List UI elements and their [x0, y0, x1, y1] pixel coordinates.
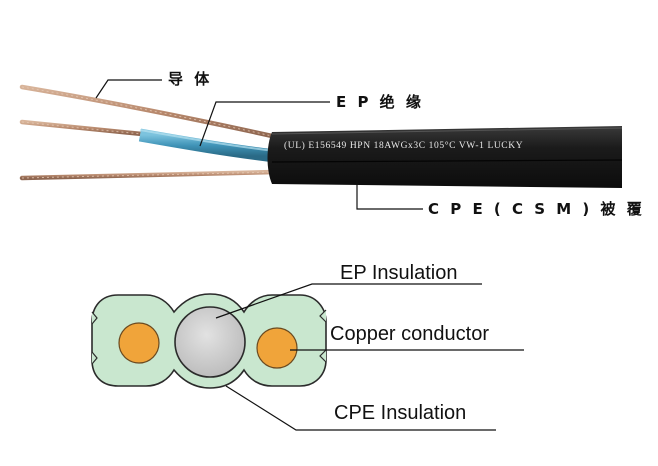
top-bare-conductor [19, 84, 275, 139]
cable-photo: (UL) E156549 HPN 18AWGx3C 105°C VW-1 LUC… [19, 70, 645, 218]
cpe-jacket-leader [356, 180, 423, 210]
label-ep-insulation-en: EP Insulation [340, 262, 458, 284]
label-conductor-cn: 导 体 [168, 70, 212, 88]
conductor-leader [95, 79, 162, 99]
label-copper-conductor-en: Copper conductor [330, 323, 489, 345]
cross-section: EP Insulation Copper conductor CPE Insul… [91, 262, 524, 431]
right-copper-conductor [256, 327, 298, 369]
label-ep-insulation-cn: E P 绝 缘 [336, 93, 424, 111]
ep-insulation-wire [138, 128, 276, 163]
ep-insulation-xsec-leader [215, 283, 482, 319]
jacket-print: (UL) E156549 HPN 18AWGx3C 105°C VW-1 LUC… [284, 140, 523, 151]
left-copper-conductor [118, 322, 160, 364]
label-cpe-jacket-cn: C P E ( C S M ) 被 覆 [428, 200, 645, 218]
cpe-insulation-xsec-leader [225, 385, 496, 431]
ep-insulation-leader [199, 101, 330, 147]
middle-bare-conductor [19, 119, 145, 137]
center-ep-core [174, 306, 246, 378]
cpe-jacket [267, 126, 622, 188]
label-cpe-insulation-en: CPE Insulation [334, 402, 466, 424]
